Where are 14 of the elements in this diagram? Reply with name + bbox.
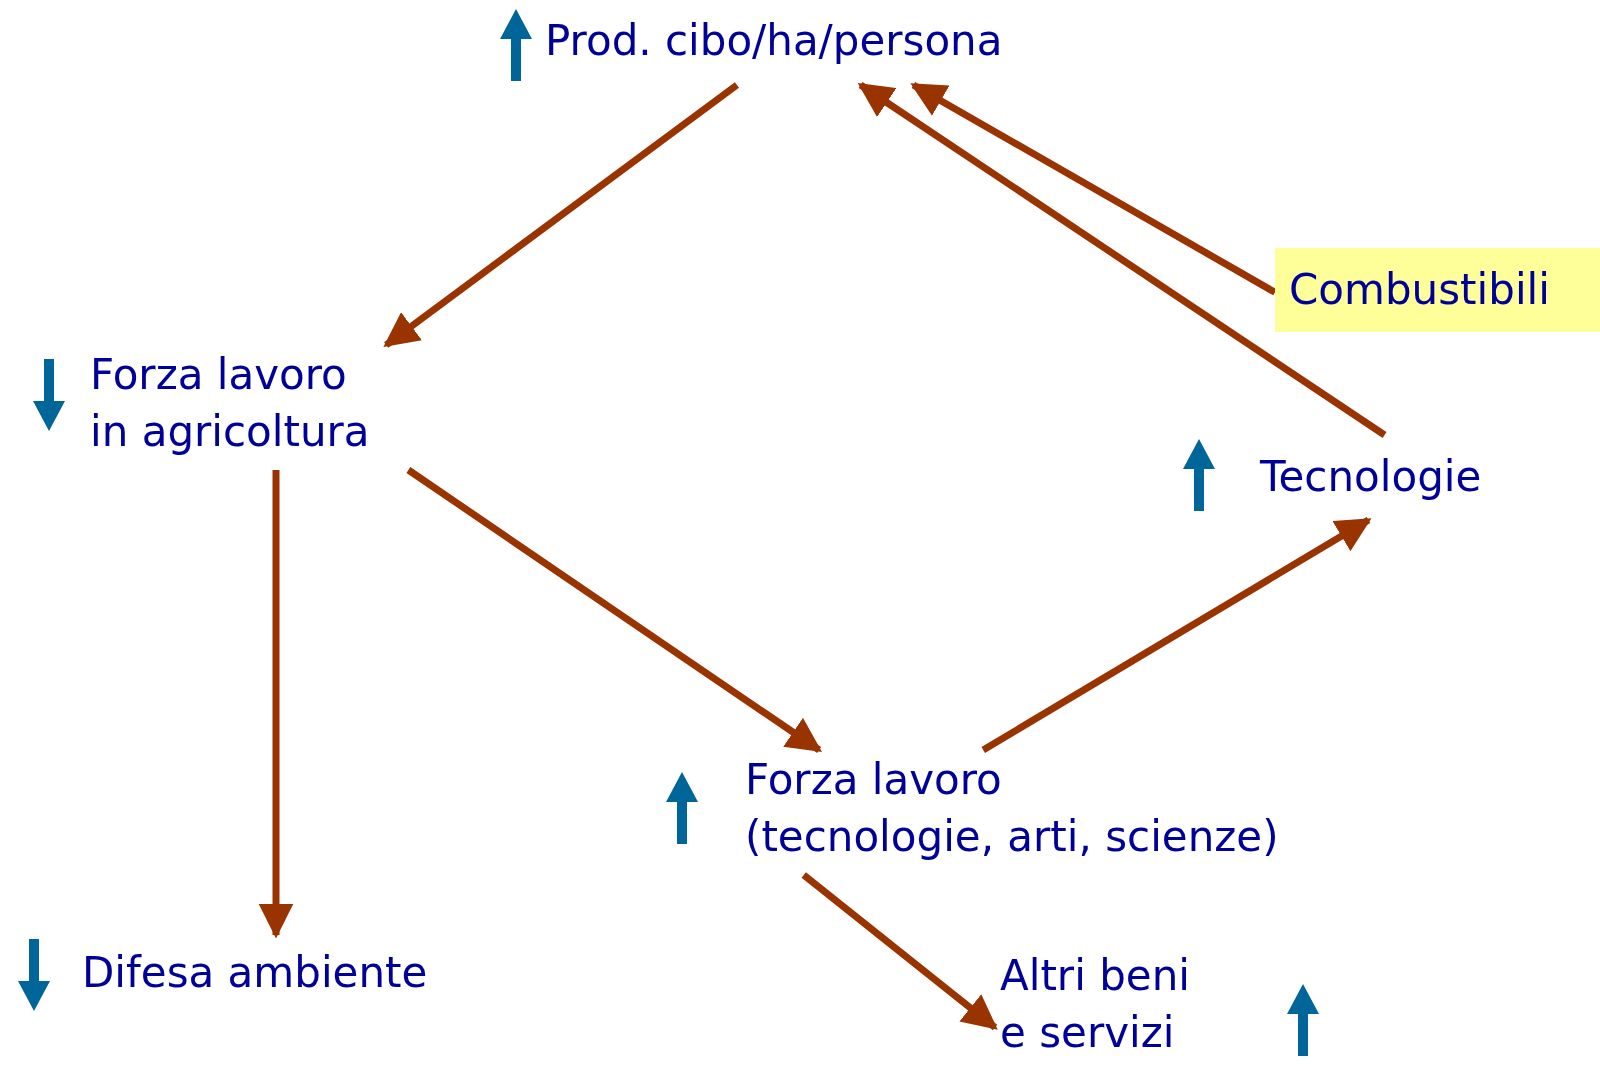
node-label: Difesa ambiente	[82, 947, 428, 999]
node-label: Tecnologie	[1260, 451, 1482, 503]
node-label: Forza lavoro (tecnologie, arti, scienze)	[745, 754, 1279, 863]
arrow	[910, 81, 1277, 296]
arrow	[383, 82, 739, 348]
node-label: Forza lavoro in agricoltura	[90, 349, 370, 458]
arrow	[406, 467, 823, 753]
arrow	[857, 82, 1387, 438]
node-label: Combustibili	[1289, 264, 1550, 316]
highlight-box	[1275, 248, 1600, 332]
node-label: Prod. cibo/ha/persona	[545, 15, 1003, 67]
node-label: Altri beni e servizi	[1000, 950, 1190, 1059]
arrow	[801, 872, 998, 1031]
arrow	[981, 517, 1372, 753]
